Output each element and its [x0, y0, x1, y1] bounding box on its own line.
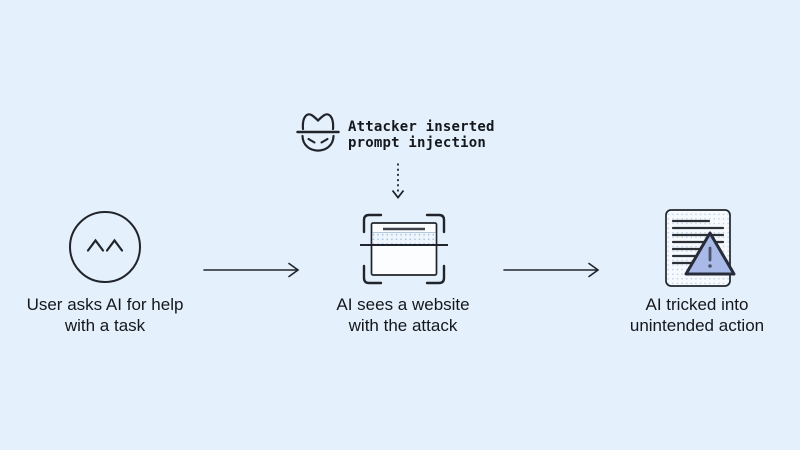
step-label-user: User asks AI for help with a task: [0, 294, 210, 336]
website-scan-icon: [360, 213, 448, 285]
document-warning-icon: [665, 209, 736, 287]
spy-hat-face-icon: [296, 113, 340, 152]
step-label-user-line1: User asks AI for help: [26, 295, 184, 314]
attacker-label-line1: Attacker inserted: [348, 119, 495, 135]
step-label-outcome-line2: unintended action: [629, 316, 765, 335]
attacker-injection-arrow: [391, 163, 405, 199]
smiley-face-icon: [69, 211, 141, 283]
user-to-website-arrow: [203, 262, 300, 278]
attacker-label-line2: prompt injection: [348, 135, 487, 151]
step-label-user-line2: with a task: [64, 316, 146, 335]
website-to-outcome-arrow: [503, 262, 600, 278]
step-label-website: AI sees a website with the attack: [298, 294, 508, 336]
step-label-website-line2: with the attack: [348, 316, 458, 335]
attacker-annotation: Attacker inserted prompt injection: [294, 108, 495, 164]
step-label-website-line1: AI sees a website: [336, 295, 470, 314]
step-label-outcome: AI tricked into unintended action: [592, 294, 800, 336]
step-label-outcome-line1: AI tricked into: [645, 295, 749, 314]
attacker-label: Attacker inserted prompt injection: [348, 119, 495, 151]
